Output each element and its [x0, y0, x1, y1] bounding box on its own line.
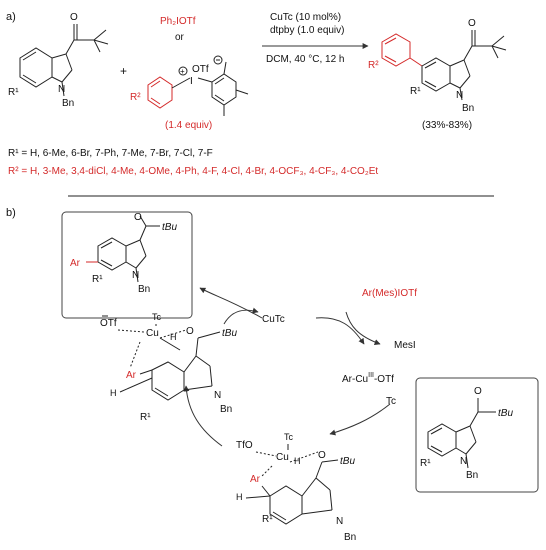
int1-cu: Cu — [146, 328, 159, 339]
condition-ligand: dtpby (1.0 equiv) — [270, 25, 345, 36]
int2-benzyl-label: Bn — [344, 532, 356, 543]
product-box — [61, 211, 193, 319]
condition-solvent: DCM, 40 °C, 12 h — [266, 54, 344, 65]
cycle-arrow-coordination — [329, 403, 391, 436]
catalyst-cutc: CuTc — [262, 314, 285, 325]
cycle-arrow-catalyst-return — [223, 307, 259, 325]
int2-indole-n: N — [336, 516, 343, 527]
int1-indole-n: N — [214, 390, 221, 401]
box-benzyl-label: Bn — [138, 284, 150, 295]
product-indole — [381, 30, 507, 101]
int2-ar-label: Ar — [250, 474, 261, 485]
int2-tbu-label: tBu — [340, 456, 355, 467]
substrate-box — [415, 377, 539, 493]
arylated-indole — [86, 215, 160, 283]
int2-h-prime: H — [236, 492, 243, 502]
intermediate-1 — [117, 324, 221, 401]
int1-ketone-o: O — [186, 326, 194, 337]
int1-r1-label: R¹ — [140, 412, 151, 423]
yield-range: (33%-83%) — [422, 120, 472, 131]
int2-tfo: TfO — [236, 440, 253, 451]
mesityl-iodide-byproduct: MesI — [394, 340, 416, 351]
intermediate-2 — [245, 444, 339, 525]
product-indole-n: N — [456, 90, 463, 101]
int1-ar-label: Ar — [126, 370, 137, 381]
r2-substituent-list: R² = H, 3-Me, 3,4-diCl, 4-Me, 4-OMe, 4-P… — [8, 166, 378, 177]
svg-text:+: + — [180, 67, 185, 76]
int1-tbu-label: tBu — [222, 328, 237, 339]
int2-r1-label: R¹ — [262, 514, 273, 525]
substrate-ketone-o: O — [474, 386, 482, 397]
part-a-label: a) — [6, 11, 16, 23]
cycle-arrow-migration — [183, 385, 223, 447]
int1-tc: Tc — [152, 312, 162, 322]
benzyl-label: Bn — [62, 98, 74, 109]
minus-charge-icon — [213, 55, 223, 65]
starting-indole — [19, 24, 109, 97]
r2-label: R² — [130, 92, 141, 103]
aryl-mesityl-iodonium: Ar(Mes)IOTf — [362, 288, 417, 299]
diaryliodonium-reagent: Ph₂IOTf — [160, 16, 196, 27]
box-indole-n: N — [132, 270, 139, 281]
int2-ketone-o: O — [318, 450, 326, 461]
mesityl-iodonium-salt — [147, 61, 249, 116]
indole-n: N — [58, 84, 65, 95]
substrate-r1-label: R¹ — [420, 458, 431, 469]
box-tbu-label: tBu — [162, 222, 177, 233]
triflate-label: OTf — [192, 64, 209, 75]
int1-h-prime: H — [110, 388, 117, 398]
r1-label: R¹ — [8, 87, 19, 98]
cycle-arrow-oxidative-addition — [315, 317, 365, 345]
substrate-benzyl-label: Bn — [466, 470, 478, 481]
iodine-label: I — [190, 76, 193, 87]
ketone-o: O — [70, 12, 78, 23]
int2-tc: Tc — [284, 432, 294, 442]
substrate-tbu-label: tBu — [498, 408, 513, 419]
cycle-arrow-product-release — [199, 287, 263, 319]
box-ketone-o: O — [134, 212, 142, 223]
product-r2-label: R² — [368, 60, 379, 71]
substrate-indole-n: N — [460, 456, 467, 467]
substrate-indole — [427, 398, 496, 469]
int2-h: H — [294, 456, 301, 466]
cu-iii-oxidation-state: III — [368, 372, 374, 379]
cu-iii-triflate: -OTf — [374, 374, 394, 385]
int1-benzyl-label: Bn — [220, 404, 232, 415]
cu-iii-species-base: Ar-Cu — [342, 374, 368, 385]
product-benzyl-label: Bn — [462, 103, 474, 114]
mesi-release-arrow — [345, 311, 381, 345]
triflate-anion: OTf — [100, 318, 117, 329]
box-r1-label: R¹ — [92, 274, 103, 285]
product-r1-label: R¹ — [410, 86, 421, 97]
equiv-note: (1.4 equiv) — [165, 120, 212, 131]
int1-h: H — [170, 332, 177, 342]
cu-iii-species: Ar-CuIII-OTf — [342, 372, 394, 385]
plus-sign: + — [120, 64, 127, 78]
box-ar-label: Ar — [70, 258, 81, 269]
r1-substituent-list: R¹ = H, 6-Me, 6-Br, 7-Ph, 7-Me, 7-Br, 7-… — [8, 148, 213, 159]
or-text: or — [175, 32, 185, 43]
part-b-label: b) — [6, 207, 16, 219]
cu-iii-tc: Tc — [386, 396, 396, 407]
condition-catalyst: CuTc (10 mol%) — [270, 12, 341, 23]
product-ketone-o: O — [468, 18, 476, 29]
plus-charge-icon — [178, 66, 188, 76]
int2-cu: Cu — [276, 452, 289, 463]
